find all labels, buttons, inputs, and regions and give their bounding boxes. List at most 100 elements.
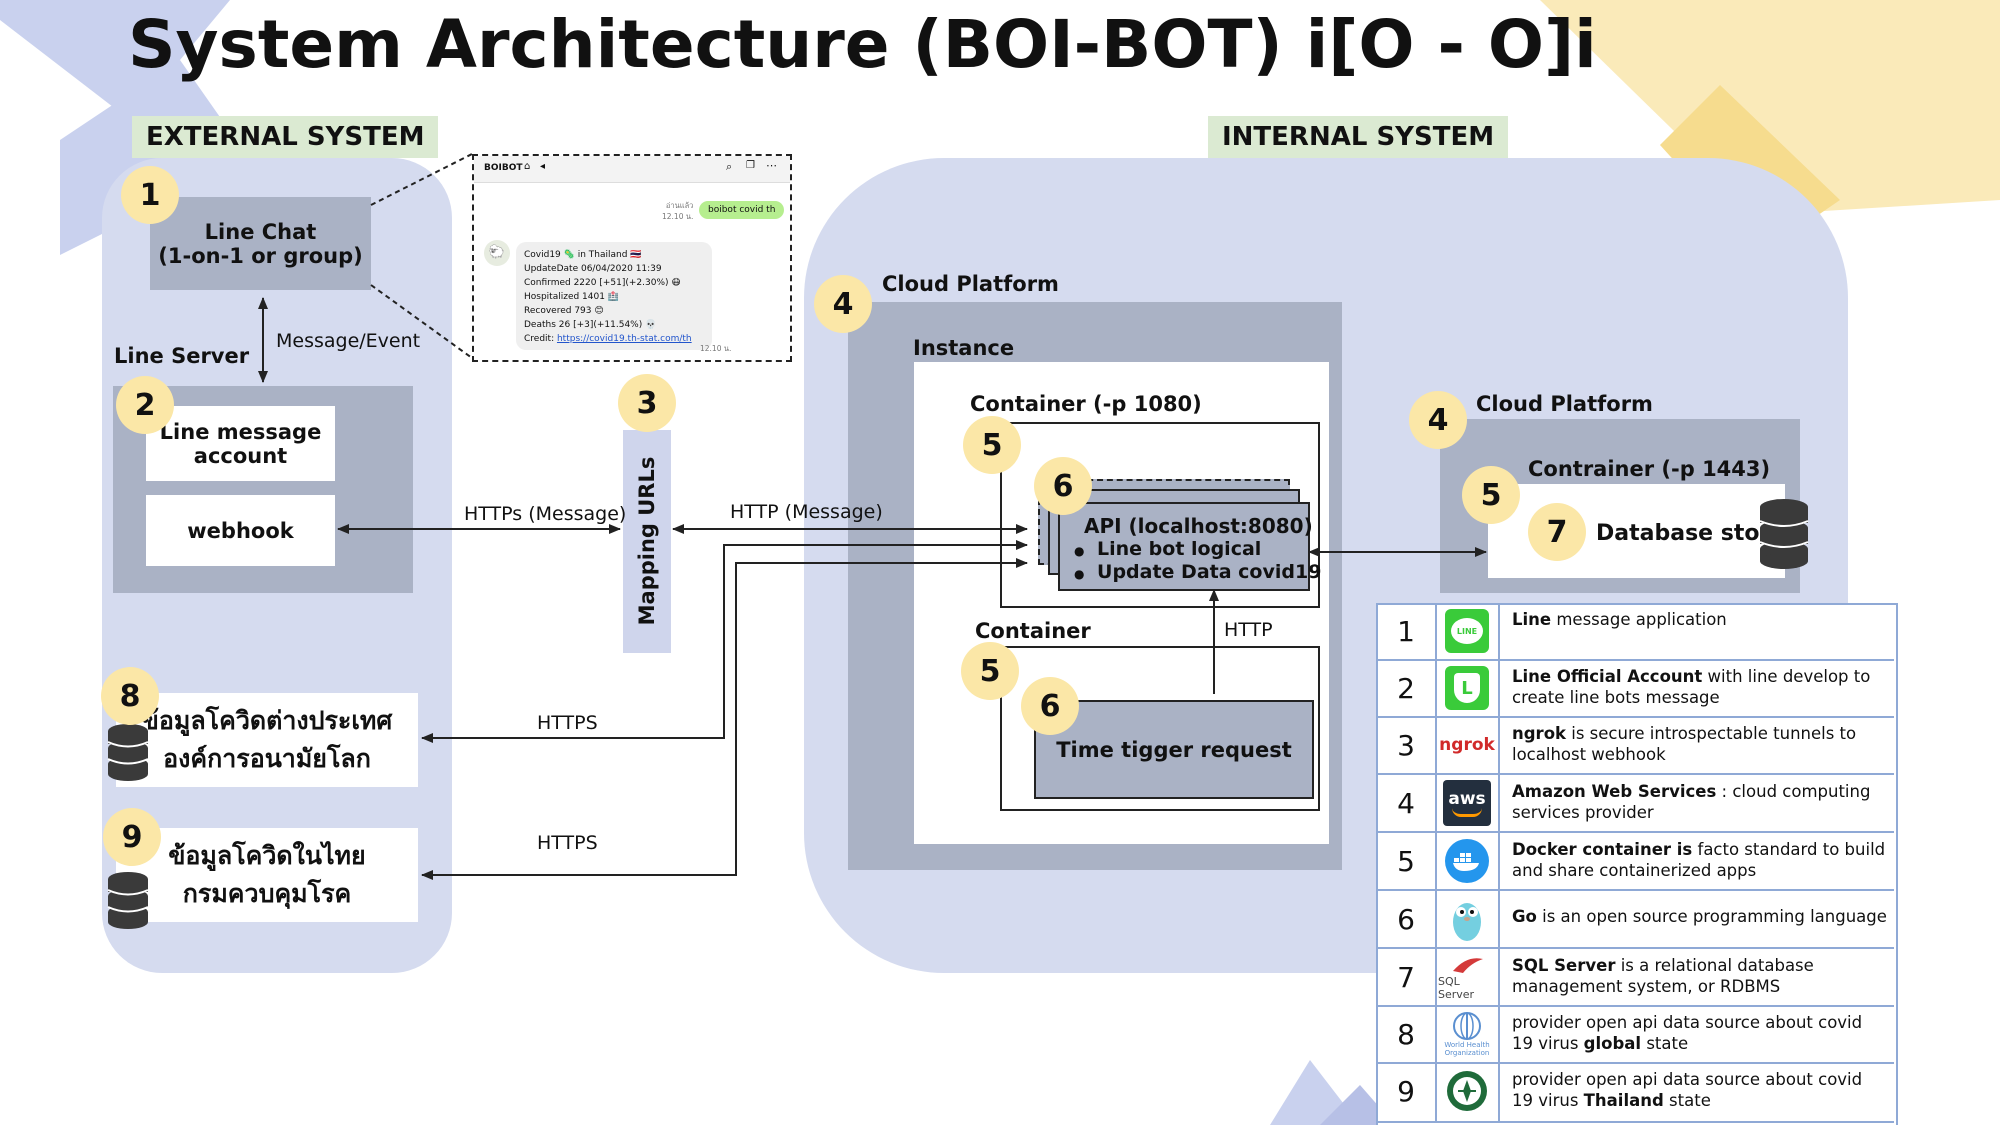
copy-icon[interactable]: ❐ (746, 160, 755, 171)
bot-line-2: UpdateDate 06/04/2020 11:39 (524, 264, 662, 274)
badge-2: 2 (116, 376, 174, 434)
webhook-box: webhook (146, 495, 335, 566)
legend-bold-3: ngrok (1512, 724, 1567, 743)
credit-link[interactable]: https://covid19.th-stat.com/th (556, 334, 692, 344)
search-icon[interactable]: ⌕ (726, 160, 733, 173)
legend-bold-8: global (1583, 1034, 1642, 1053)
legend-desc-9: provider open api data source about covi… (1512, 1069, 1887, 1111)
legend-text-4: : cloud computing services provider (1512, 782, 1871, 822)
legend-num-4: 4 (1397, 786, 1415, 820)
legend-desc-4: Amazon Web Services : cloud computing se… (1512, 781, 1887, 823)
badge-3: 3 (618, 374, 676, 432)
legend-pre-8: provider open api data source about covi… (1512, 1013, 1863, 1053)
line-message-account-box: Line message account (146, 406, 335, 481)
home-icon: ⌂ (524, 161, 531, 172)
legend-bold-1: Line (1512, 610, 1552, 629)
badge-6-api: 6 (1034, 457, 1092, 515)
legend-bold-4: Amazon Web Services (1512, 782, 1717, 801)
more-icon[interactable]: ⋯ (766, 159, 777, 172)
aws-icon-text: aws (1448, 788, 1486, 809)
legend-desc-8: provider open api data source about covi… (1512, 1012, 1887, 1054)
user-message-time: 12.10 น. (662, 212, 694, 221)
edge-label-message-event: Message/Event (276, 330, 421, 352)
bot-line-3: Confirmed 2220 [+51](+2.30%) 😷 (524, 278, 681, 288)
bot-line-5: Recovered 793 😊 (524, 306, 604, 316)
time-trigger-box: Time tigger request (1034, 700, 1314, 799)
line-server-label: Line Server (114, 344, 250, 368)
edge-label-https-message: HTTPs (Message) (464, 503, 627, 525)
legend-num-1: 1 (1397, 614, 1415, 648)
legend-bold-5: Docker container is (1512, 840, 1693, 859)
database-icon-8 (107, 724, 149, 781)
badge-1: 1 (121, 166, 179, 224)
badge-5-container-1443: 5 (1462, 466, 1520, 524)
user-read-status: อ่านแล้ว (665, 201, 694, 210)
ddc-data-source-line2: กรมควบคุมโรค (182, 879, 352, 908)
container-1080-label: Container (-p 1080) (970, 392, 1202, 416)
legend-bold-2: Line Official Account (1512, 667, 1703, 686)
edge-label-https-1: HTTPS (537, 712, 598, 734)
who-data-source-line2: องค์การอนามัยโลก (163, 744, 371, 773)
legend-num-7: 7 (1397, 960, 1415, 994)
page-title: System Architecture (BOI-BOT) i[O - O]i (128, 6, 1597, 83)
badge-4-left: 4 (814, 275, 872, 333)
legend-bold-6: Go (1512, 907, 1537, 926)
line-chat-title: Line Chat (204, 219, 317, 244)
badge-5-container-1080: 5 (963, 416, 1021, 474)
sql-server-icon: SQL Server (1438, 952, 1496, 1002)
legend-row-7: 7 SQL Server SQL Server is a relational … (1378, 949, 1894, 1007)
badge-7: 7 (1528, 503, 1586, 561)
badge-4-right: 4 (1409, 391, 1467, 449)
ddc-thailand-icon (1438, 1066, 1496, 1116)
edge-label-http: HTTP (1224, 619, 1273, 641)
api-bullet-2: ● Update Data covid19 (1074, 561, 1322, 583)
cloud-platform-label-left: Cloud Platform (882, 272, 1059, 296)
bot-message-bubble: Covid19 🦠 in Thailand 🇹🇭 UpdateDate 06/0… (516, 242, 712, 350)
legend-row-8: 8 World Health Organization provider ope… (1378, 1006, 1894, 1064)
edge-label-https-2: HTTPS (537, 832, 598, 854)
legend-row-9: 9 provider open api data source about co… (1378, 1063, 1894, 1123)
legend-row-4: 4 aws Amazon Web Services : cloud comput… (1378, 775, 1894, 833)
badge-5-container: 5 (961, 642, 1019, 700)
line-official-icon: L (1438, 663, 1496, 713)
legend-desc-3: ngrok is secure introspectable tunnels t… (1512, 723, 1887, 765)
external-system-label: EXTERNAL SYSTEM (132, 116, 439, 158)
legend-text-5: facto standard to build and share contai… (1512, 840, 1886, 880)
bot-line-6: Deaths 26 [+3](+11.54%) 💀 (524, 320, 657, 330)
legend-row-1: 1 LINE Line message application (1378, 603, 1894, 661)
api-box: API (localhost:8080) ● Line bot logical … (1058, 502, 1321, 591)
chat-header: BOIBOT ⌂ ◂ ⌕ ❐ ⋯ (474, 156, 790, 183)
cloud-platform-label-right: Cloud Platform (1476, 392, 1653, 416)
speaker-icon: ◂ (540, 161, 546, 172)
docker-icon (1438, 836, 1496, 886)
legend-desc-2: Line Official Account with line develop … (1512, 666, 1887, 708)
legend-bold-9: Thailand (1583, 1091, 1664, 1110)
legend-num-8: 8 (1397, 1017, 1415, 1051)
who-data-source-line1: ข้อมูลโควิดต่างประเทศ (141, 706, 393, 735)
ngrok-icon-text: ngrok (1439, 735, 1495, 755)
api-bullet-1-text: Line bot logical (1097, 538, 1262, 560)
legend-col-divider-1 (1435, 603, 1437, 1123)
legend-num-6: 6 (1397, 902, 1415, 936)
legend-row-2: 2 L Line Official Account with line deve… (1378, 660, 1894, 718)
aws-icon: aws (1438, 778, 1496, 828)
internal-system-label: INTERNAL SYSTEM (1208, 116, 1509, 158)
bot-line-4: Hospitalized 1401 🏥 (524, 292, 620, 302)
database-store-label: Database store (1596, 521, 1786, 546)
bot-avatar: 🐑 (484, 240, 510, 266)
legend-row-6: 6 Go is an open source programming langu… (1378, 891, 1894, 949)
api-bullet-1: ● Line bot logical (1074, 538, 1262, 560)
line-chat-subtitle: (1-on-1 or group) (158, 243, 363, 268)
badge-6-time-trigger: 6 (1021, 677, 1079, 735)
legend-num-9: 9 (1397, 1074, 1415, 1108)
legend-pre-9: provider open api data source about covi… (1512, 1070, 1863, 1110)
legend-text-8: state (1641, 1034, 1689, 1053)
database-icon-9 (107, 872, 149, 929)
go-gopher-icon (1438, 894, 1496, 944)
sql-server-icon-text: SQL Server (1438, 975, 1475, 1001)
legend-text-9: state (1663, 1091, 1711, 1110)
user-message-meta: อ่านแล้ว 12.10 น. (662, 200, 693, 222)
ddc-data-source-box: ข้อมูลโควิดในไทย กรมควบคุมโรค (116, 828, 418, 922)
legend-text-7: is a relational database management syst… (1512, 956, 1814, 996)
